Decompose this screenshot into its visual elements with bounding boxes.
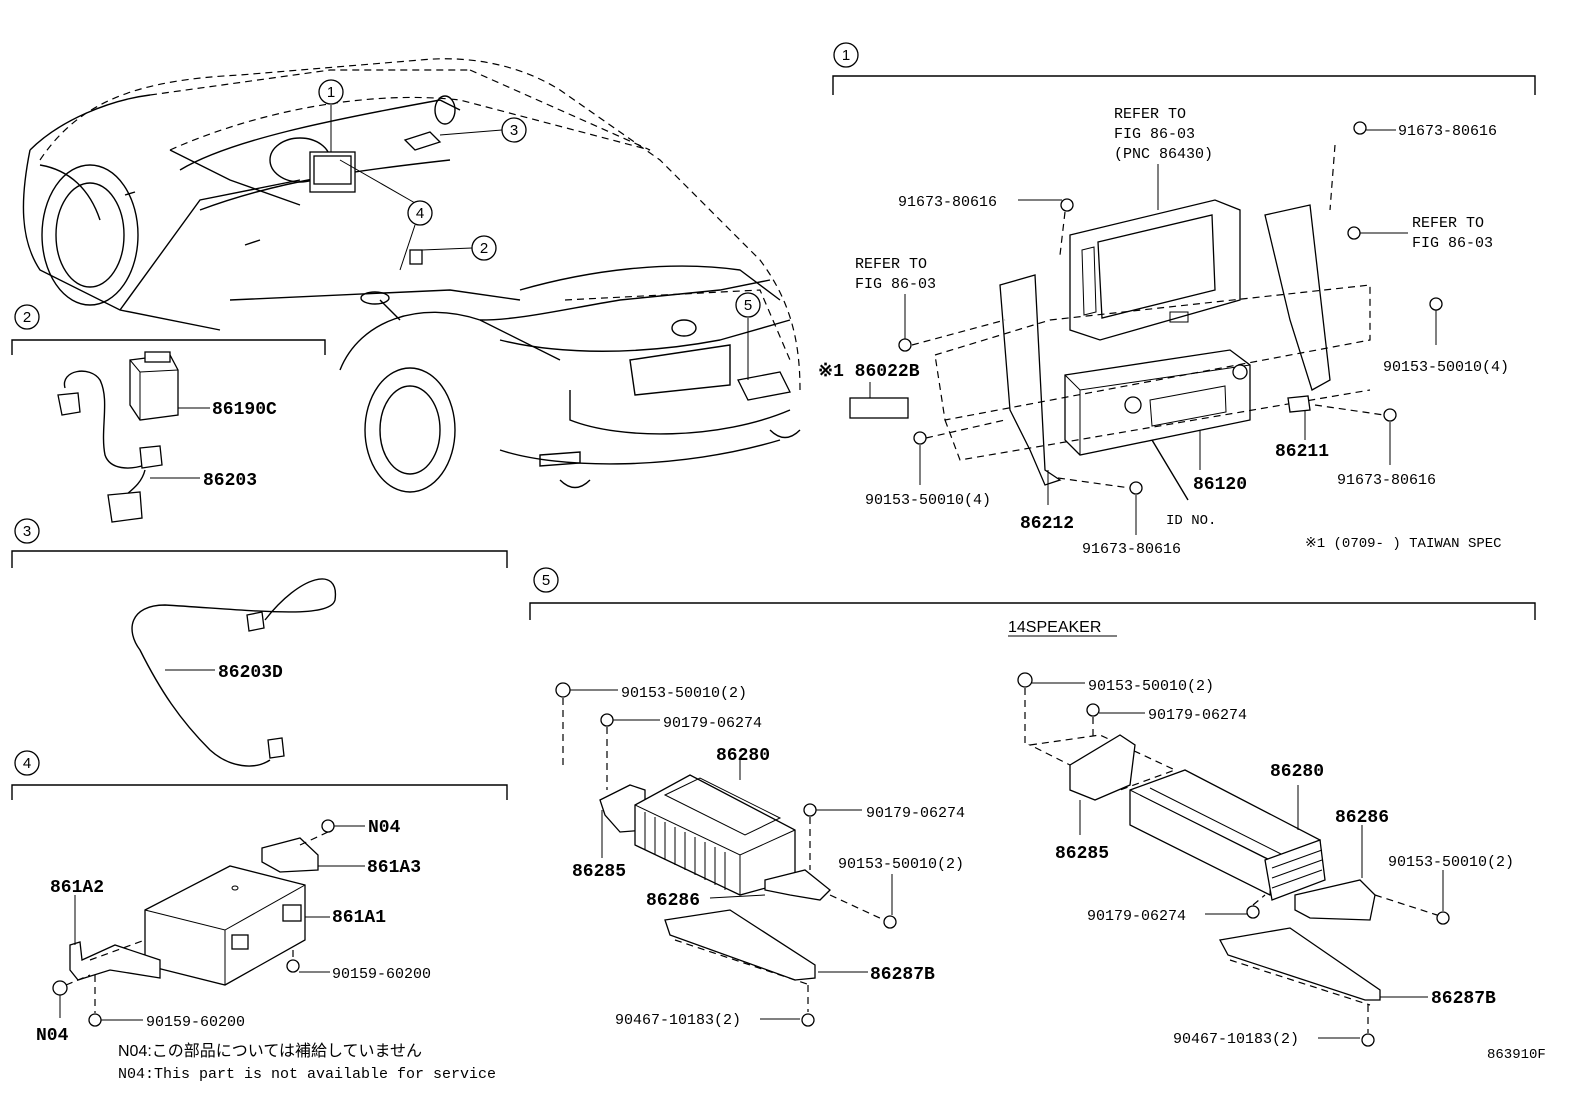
car-callout-5: 5: [735, 292, 761, 380]
svg-text:90153-50010(4): 90153-50010(4): [865, 492, 991, 509]
svg-text:FIG 86-03: FIG 86-03: [1412, 235, 1493, 252]
section-5: 5 14SPEAKER 90153-50010(2) 90179-06274 8…: [529, 567, 1536, 1048]
svg-text:※1 86022B: ※1 86022B: [818, 362, 920, 382]
svg-text:90159-60200: 90159-60200: [146, 1014, 245, 1031]
svg-text:86120: 86120: [1193, 475, 1247, 495]
svg-text:861A3: 861A3: [367, 858, 421, 878]
svg-text:90467-10183(2): 90467-10183(2): [1173, 1031, 1299, 1048]
svg-text:90179-06274: 90179-06274: [866, 805, 965, 822]
svg-text:4: 4: [416, 205, 424, 222]
svg-text:1: 1: [327, 84, 335, 101]
svg-text:861A2: 861A2: [50, 878, 104, 898]
svg-text:91673-80616: 91673-80616: [1082, 541, 1181, 558]
svg-text:90159-60200: 90159-60200: [332, 966, 431, 983]
svg-text:90179-06274: 90179-06274: [1087, 908, 1186, 925]
svg-text:86287B: 86287B: [1431, 989, 1496, 1009]
amp-assembly-right: 90153-50010(2) 90179-06274 86285 86280 8…: [1017, 672, 1514, 1048]
section-1: 1 REFER TO FIG 86-03 (PNC 86430) 91673-8…: [818, 42, 1536, 558]
svg-text:90153-50010(4): 90153-50010(4): [1383, 359, 1509, 376]
svg-text:91673-80616: 91673-80616: [1398, 123, 1497, 140]
svg-text:91673-80616: 91673-80616: [898, 194, 997, 211]
svg-text:86203D: 86203D: [218, 663, 283, 683]
car-illustration: [22, 58, 801, 493]
car-callout-4: 4: [339, 159, 433, 271]
svg-text:REFER TO: REFER TO: [855, 256, 927, 273]
svg-text:5: 5: [744, 297, 752, 314]
section-4: 4 861A1 861A3 N04 861A2 90159-60200 9015…: [11, 750, 508, 1083]
svg-text:90153-50010(2): 90153-50010(2): [1388, 854, 1514, 871]
svg-text:86285: 86285: [572, 862, 626, 882]
svg-text:86280: 86280: [716, 746, 770, 766]
svg-text:N04: N04: [368, 818, 401, 838]
svg-text:5: 5: [542, 572, 550, 589]
svg-text:91673-80616: 91673-80616: [1337, 472, 1436, 489]
svg-text:90153-50010(2): 90153-50010(2): [621, 685, 747, 702]
svg-text:N04: N04: [36, 1026, 69, 1046]
svg-text:86285: 86285: [1055, 844, 1109, 864]
svg-text:86287B: 86287B: [870, 965, 935, 985]
svg-text:N04:This part is not available: N04:This part is not available for servi…: [118, 1066, 496, 1083]
svg-text:14SPEAKER: 14SPEAKER: [1008, 619, 1101, 636]
svg-text:REFER TO: REFER TO: [1412, 215, 1484, 232]
svg-text:FIG 86-03: FIG 86-03: [855, 276, 936, 293]
svg-text:90467-10183(2): 90467-10183(2): [615, 1012, 741, 1029]
svg-text:90179-06274: 90179-06274: [663, 715, 762, 732]
svg-text:86211: 86211: [1275, 442, 1329, 462]
svg-text:FIG 86-03: FIG 86-03: [1114, 126, 1195, 143]
car-callout-2: 2: [421, 235, 497, 261]
svg-text:86203: 86203: [203, 471, 257, 491]
svg-text:1: 1: [842, 47, 850, 64]
svg-text:3: 3: [510, 122, 518, 139]
svg-text:86190C: 86190C: [212, 400, 277, 420]
svg-text:86280: 86280: [1270, 762, 1324, 782]
svg-text:※1 (0709- ) TAIWAN SPEC: ※1 (0709- ) TAIWAN SPEC: [1305, 536, 1502, 552]
svg-text:3: 3: [23, 523, 31, 540]
svg-text:86286: 86286: [646, 891, 700, 911]
svg-text:4: 4: [23, 755, 31, 772]
car-callout-3: 3: [439, 117, 527, 143]
section-2: 2 86190C 86203: [11, 304, 326, 523]
figure-id: 863910F: [1487, 1047, 1546, 1063]
svg-text:90179-06274: 90179-06274: [1148, 707, 1247, 724]
svg-text:861A1: 861A1: [332, 908, 386, 928]
svg-text:2: 2: [480, 240, 488, 257]
svg-text:ID NO.: ID NO.: [1166, 513, 1216, 529]
svg-text:86212: 86212: [1020, 514, 1074, 534]
car-callout-1: 1: [318, 79, 344, 152]
section-3: 3 86203D: [11, 518, 508, 767]
svg-text:(PNC 86430): (PNC 86430): [1114, 146, 1213, 163]
svg-text:2: 2: [23, 309, 31, 326]
svg-text:90153-50010(2): 90153-50010(2): [1088, 678, 1214, 695]
svg-text:REFER TO: REFER TO: [1114, 106, 1186, 123]
amp-assembly-left: 90153-50010(2) 90179-06274 86285 86280 9…: [555, 682, 965, 1029]
svg-text:N04:この部品については補給していません: N04:この部品については補給していません: [118, 1042, 422, 1060]
svg-text:86286: 86286: [1335, 808, 1389, 828]
svg-text:90153-50010(2): 90153-50010(2): [838, 856, 964, 873]
